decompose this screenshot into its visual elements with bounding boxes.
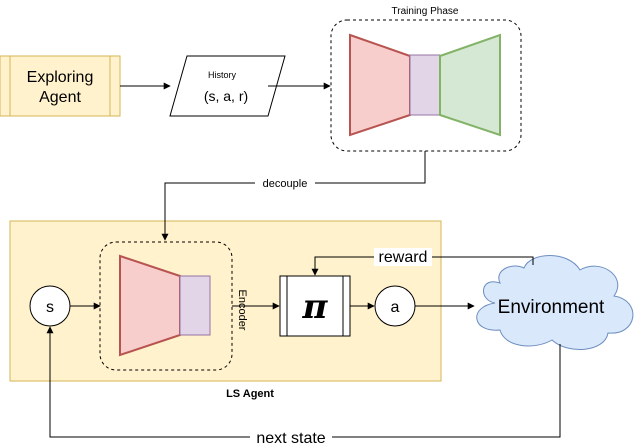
encoder-latent-shape [179, 275, 211, 336]
training-phase-box [330, 19, 522, 152]
environment-label: Environment [498, 297, 605, 318]
exploring-agent-label-line1: Exploring [27, 69, 94, 86]
history-title: History [208, 70, 237, 80]
reward-label: reward [379, 249, 428, 266]
training-encoder-shape [349, 33, 411, 137]
decouple-label: decouple [263, 178, 308, 190]
exploring-agent-node: Exploring Agent [0, 55, 121, 117]
reward-label-bg [374, 248, 432, 266]
training-decoder-shape [439, 33, 501, 137]
action-label: a [391, 299, 400, 316]
ls-agent-container [9, 220, 442, 382]
next-state-label-bg [250, 429, 332, 447]
state-label: s [46, 299, 54, 316]
ls-agent-label: LS Agent [226, 388, 274, 400]
environment-node: Environment [476, 255, 634, 351]
training-phase-label: Training Phase [392, 6, 459, 17]
next-state-label: next state [256, 430, 325, 447]
encoder-label: Encoder [236, 290, 248, 331]
history-tuple: (s, a, r) [204, 88, 248, 104]
training-latent-shape [409, 54, 441, 116]
policy-node: π [279, 275, 351, 337]
exploring-agent-label-line2: Agent [39, 89, 81, 106]
decouple-label-bg [255, 176, 315, 190]
policy-label: π [302, 287, 329, 327]
encoder-box [99, 241, 233, 371]
history-node: History (s, a, r) [169, 55, 286, 117]
